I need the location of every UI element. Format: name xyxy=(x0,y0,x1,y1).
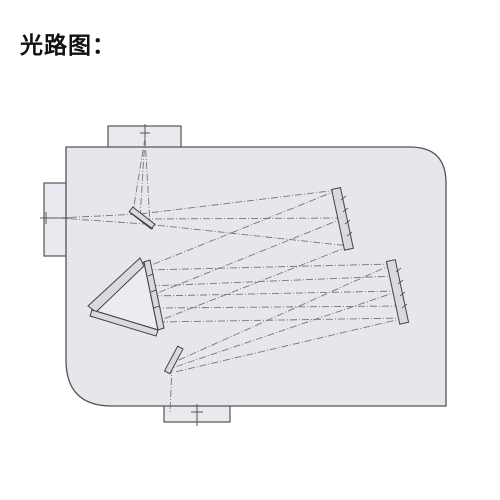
fold-mirror-lower xyxy=(163,345,184,375)
prism xyxy=(87,257,165,337)
collimating-mirror xyxy=(331,187,354,251)
fold-mirror-upper xyxy=(128,206,156,230)
page-title: 光路图： xyxy=(20,32,116,59)
left-port xyxy=(43,182,69,257)
focusing-mirror xyxy=(385,259,410,325)
